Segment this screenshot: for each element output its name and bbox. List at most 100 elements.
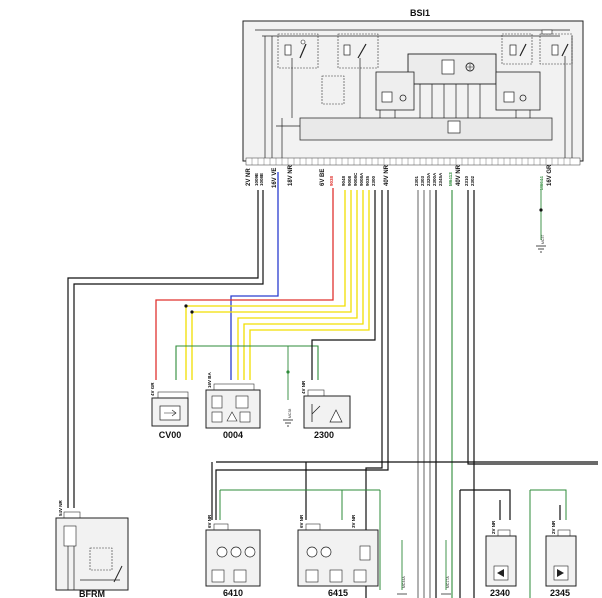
svg-text:MC17A: MC17A [446,576,450,588]
ground-icon [283,419,293,427]
wire-label-18: 2302 [470,175,475,186]
wire-6410 [215,190,389,520]
wire-label-6: 9008C [353,172,358,186]
svg-text:MC44A: MC44A [402,576,406,588]
conn-40vnr: 40V NR [384,164,390,186]
conn-6vbe: 6V BE [320,169,326,186]
wire-2300 [311,190,376,380]
m6410-title: 6410 [223,588,243,598]
conn-40vnr-b: 40V NR [456,164,462,186]
wire-label-9: 2300 [371,175,376,186]
ground-mc44a: MC44A [397,576,407,595]
wire-bfrm-2 [73,190,264,508]
wire-yellow-3 [237,190,358,380]
wire-yellow-5 [249,190,370,380]
wire-green-2345 [529,489,567,598]
relay-2 [337,33,379,69]
svg-text:MC38: MC38 [288,409,292,418]
svg-text:54V NR: 54V NR [58,499,63,516]
bsi-bus [299,117,553,141]
bfrm-title: BFRM [79,589,105,598]
display-icon [211,395,223,409]
conn-16vve: 16V VE [272,168,278,188]
warning-icon [226,411,238,422]
motor-icon [244,546,256,558]
motor-icon [216,546,228,558]
wire-harness [67,172,598,598]
m2300-connector [307,389,325,397]
module-bfrm: 54V NR BFRM [55,499,129,598]
bus-chip-icon [447,120,461,134]
fuse-icon [63,525,77,547]
mirror-icon [211,569,225,583]
defrost-icon [233,569,247,583]
m2340-box [485,535,517,587]
wire-label-12: 2320A [426,172,431,186]
module-6415: 6V NR 3V NR 6415 [297,514,379,598]
bsi-title: BSI1 [410,8,430,18]
warning-left-icon [211,411,223,423]
relay-left [277,33,319,69]
fuse-icon [541,29,553,35]
wire-label-5: 9008 [347,175,352,186]
svg-text:3V NR: 3V NR [351,514,356,528]
m2345-title: 2345 [550,588,570,598]
gauge-icon [235,395,249,409]
m2300-box [303,395,351,429]
module-cv00: 4V GR CV00 [150,382,189,440]
wire-2340-bus [467,190,598,465]
wire-bfrm-1 [67,190,259,508]
wire-label-7: 9008A [359,172,364,186]
motor-icon [320,546,332,558]
m6410-connector [213,523,229,531]
warning-right-icon [239,411,251,423]
svg-text:16V BA: 16V BA [207,371,212,388]
m6415-connector [305,523,321,531]
m2300-title: 2300 [314,430,334,440]
relay-3 [501,33,533,65]
wire-yellow-4 [243,190,364,380]
svg-text:6V NR: 6V NR [299,514,304,528]
wire-label-1: 1009E [254,173,259,186]
module-2340: 2V NR 2340 [485,520,517,598]
wire-label-13: 2300A [432,172,437,186]
wire-label-19: M6644 [539,176,544,190]
wire-green-cv00 [175,345,319,380]
svg-text:2V NR: 2V NR [491,520,496,534]
lock-icon [353,569,367,583]
defrost-icon [329,569,343,583]
bfrm-relay [89,547,113,571]
svg-text:4V NR: 4V NR [301,380,306,394]
ground-mc17a: MC17A [441,576,451,595]
bsi-pin-strip [245,157,581,166]
wire-yellow-2 [191,190,352,380]
wire-red [155,188,334,380]
bfrm-connector [63,511,81,519]
svg-text:MC37: MC37 [541,235,545,244]
bsi-internal-wires [264,36,573,160]
m0004-connector [213,383,255,391]
ground-icon [536,245,546,253]
wire-yellow-1 [185,190,346,380]
bfrm-internal [67,546,120,590]
conn-2vnr: 2V NR [246,168,252,186]
bus-lead [276,118,300,160]
bsi-dashed-relay [321,75,345,105]
m2340-connector [497,529,511,537]
cv00-connector [157,391,189,399]
wire-2340 [460,489,511,520]
wire-label-8: 9035 [365,175,370,186]
bsi-submodule-right [495,71,541,111]
wire-23xx-leads [499,500,561,520]
module-2300: 4V NR 2300 [301,380,351,440]
wire-blue [230,172,279,380]
wire-label-2: 1008E [259,173,264,186]
cv00-title: CV00 [159,430,182,440]
wire-label-3: 9038 [329,175,334,186]
bsi-module: BSI1 [242,8,584,190]
module-6410: 6V NR 6410 [205,514,261,598]
wire-label-17: 2310 [464,175,469,186]
wire-label-14: 2345A [438,172,443,186]
wire-label-4: 9048 [341,175,346,186]
svg-text:2V NR: 2V NR [551,520,556,534]
